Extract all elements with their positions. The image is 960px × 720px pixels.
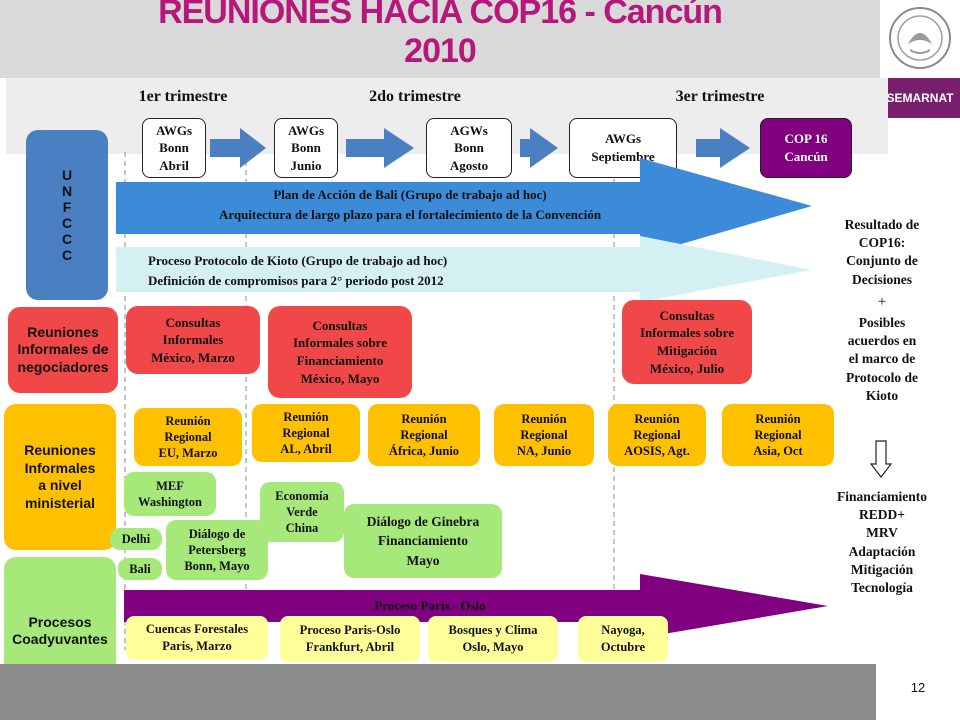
consultation-mexico-marzo: Consultas Informales México, Marzo (126, 306, 260, 374)
milestone-arrows (210, 128, 750, 168)
paris-oslo-text: Proceso Paris - Oslo (374, 598, 486, 614)
milestone-agws-bonn-agosto: AGWs Bonn Agosto (426, 118, 512, 178)
quarter-3-label: 3er trimestre (675, 88, 765, 105)
result-cop16-decisions: Resultado de COP16: Conjunto de Decision… (844, 217, 920, 287)
milestone-awgs-bonn-junio: AWGs Bonn Junio (274, 118, 338, 178)
bali: Bali (118, 558, 162, 580)
semarnat-logo: SEMARNAT (880, 78, 960, 118)
milestone-cop16-cancun: COP 16 Cancún (760, 118, 852, 178)
quarter-2-label: 2do trimestre (369, 88, 461, 105)
regional-meeting-asia: Reunión Regional Asia, Oct (722, 404, 834, 466)
quarter-1-label: 1er trimestre (138, 88, 228, 105)
row-label-ministerial: Reuniones Informales a nivel ministerial (4, 404, 116, 550)
process-paris-oslo-frankfurt: Proceso Paris-Oslo Frankfurt, Abril (280, 616, 420, 662)
arrow-icon (210, 128, 266, 168)
result-topics: Financiamiento REDD+ MRV Adaptación Miti… (837, 489, 927, 596)
process-nayoga: Nayoga, Octubre (578, 616, 668, 662)
page-number-box (876, 664, 960, 720)
row-label-negotiators: Reuniones Informales de negociadores (8, 307, 118, 393)
milestone-awgs-septiembre: AWGs Septiembre (569, 118, 677, 178)
delhi: Delhi (110, 528, 162, 550)
bali-plan-text: Plan de Acción de Bali (Grupo de trabajo… (218, 187, 602, 222)
consultation-mexico-mayo: Consultas Informales sobre Financiamient… (268, 306, 412, 398)
petersberg-dialogue: Diálogo de Petersberg Bonn, Mayo (166, 520, 268, 580)
result-plus: + (877, 294, 887, 310)
footer-band (0, 664, 960, 720)
result-kyoto-agreements: Posibles acuerdos en el marco de Protoco… (845, 315, 919, 403)
arrow-icon (346, 128, 414, 168)
green-economy-china: Economía Verde China (260, 482, 344, 542)
regional-meeting-na: Reunión Regional NA, Junio (494, 404, 594, 466)
consultation-mexico-julio: Consultas Informales sobre Mitigación Mé… (622, 300, 752, 384)
kyoto-arrow (116, 236, 812, 302)
regional-meeting-aosis: Reunión Regional AOSIS, Agt. (608, 404, 706, 466)
kyoto-text: Proceso Protocolo de Kioto (Grupo de tra… (148, 253, 448, 288)
milestone-awgs-bonn-abril: AWGs Bonn Abril (142, 118, 206, 178)
coat-of-arms-icon (889, 7, 951, 69)
regional-meeting-eu: Reunión Regional EU, Marzo (134, 408, 242, 466)
mef-washington: MEF Washington (124, 472, 216, 516)
header-band (0, 0, 960, 78)
regional-meeting-al: Reunión Regional AL, Abril (252, 404, 360, 462)
regional-meeting-africa: Reunión Regional África, Junio (368, 404, 480, 466)
geneva-dialogue: Diálogo de Ginebra Financiamiento Mayo (344, 504, 502, 578)
process-bosques-clima: Bosques y Clima Oslo, Mayo (428, 616, 558, 662)
page-number: 12 (910, 679, 926, 695)
process-cuencas-forestales: Cuencas Forestales Paris, Marzo (126, 616, 268, 660)
row-label-unfccc: U N F C C C (26, 130, 108, 300)
bali-plan-arrow (116, 158, 812, 256)
arrow-icon (520, 128, 558, 168)
arrow-icon (696, 128, 750, 168)
down-arrow-icon (870, 440, 892, 478)
